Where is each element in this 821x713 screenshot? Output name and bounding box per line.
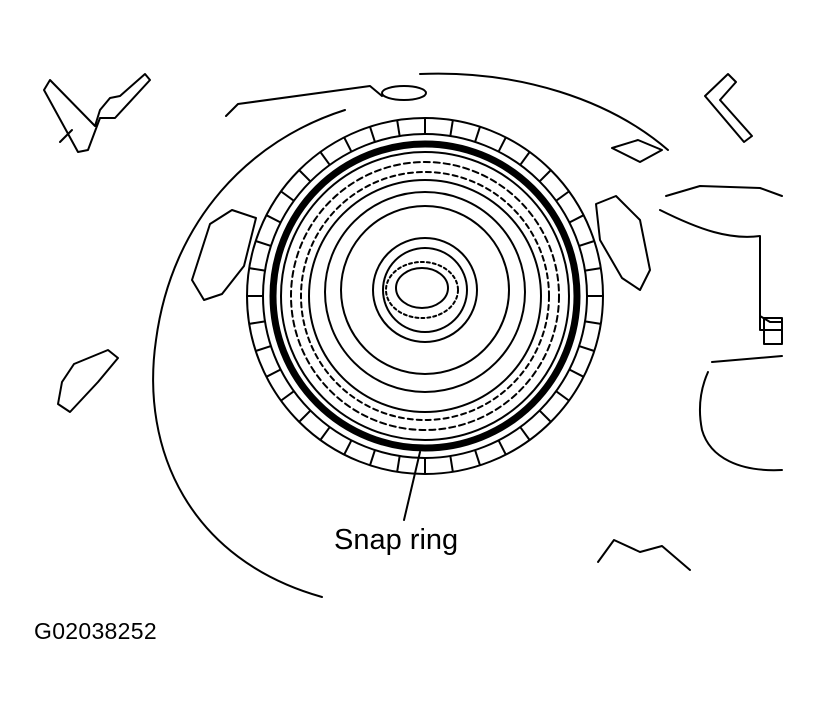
drum-tooth <box>255 345 272 352</box>
drum-tooth <box>319 151 331 166</box>
drum-tooth <box>584 320 601 325</box>
drum-tooth <box>255 240 272 247</box>
bracket-top-left <box>43 73 151 153</box>
snap-ring <box>269 140 581 452</box>
clutch-plate-inner <box>300 171 550 421</box>
housing-right-notch <box>611 139 663 163</box>
drum-tooth <box>369 449 376 466</box>
housing-top-slot <box>225 85 383 117</box>
hub-outer <box>324 191 526 393</box>
drum-tooth <box>538 169 552 183</box>
drum-tooth <box>568 214 585 224</box>
drum-tooth <box>319 426 331 441</box>
drum-tooth <box>249 267 266 272</box>
callout-label-snap-ring: Snap ring <box>334 524 459 556</box>
drum-tooth-marks <box>247 118 603 474</box>
drum-tooth <box>343 439 353 456</box>
housing-top-arc <box>419 72 669 151</box>
drum-tooth <box>265 368 282 378</box>
drum-tooth <box>519 426 531 441</box>
figure-id: G02038252 <box>34 618 157 644</box>
callout-leader <box>403 451 421 521</box>
drum-tooth <box>449 455 454 472</box>
hub-inner <box>372 237 478 343</box>
drum-tooth <box>497 136 507 153</box>
clutch-plate-outer <box>290 161 560 431</box>
drum-tooth <box>343 136 353 153</box>
hub-spline <box>385 261 459 319</box>
drum-tooth <box>519 151 531 166</box>
drum-tooth <box>280 390 295 402</box>
housing-right-stud <box>763 317 783 345</box>
drum-tooth <box>396 120 401 137</box>
drum-tooth <box>538 409 552 423</box>
housing-outer-arc <box>152 109 346 598</box>
drum-tooth <box>280 190 295 202</box>
drum-tooth <box>578 345 595 352</box>
drum-tooth <box>474 449 481 466</box>
housing-right-window <box>595 195 651 291</box>
drum-outer-rim-inner <box>262 133 588 459</box>
housing-bottom-right-tab <box>597 539 691 571</box>
drum-tooth <box>396 455 401 472</box>
drum-tooth <box>497 439 507 456</box>
drum-tooth <box>555 190 570 202</box>
drum-tooth <box>298 169 312 183</box>
drum-tooth <box>369 126 376 143</box>
hub-mid <box>340 205 510 375</box>
housing-left-window <box>191 209 257 301</box>
drum-tooth <box>578 240 595 247</box>
drum-tooth <box>584 267 601 272</box>
bracket-top-right <box>704 73 753 143</box>
drum-tooth <box>555 390 570 402</box>
drum-tooth <box>449 120 454 137</box>
drum-tooth <box>249 320 266 325</box>
drum-tooth <box>568 368 585 378</box>
drum-tooth <box>265 214 282 224</box>
drum-tooth <box>298 409 312 423</box>
housing-top-hole <box>381 85 427 101</box>
housing-left-tab <box>57 349 119 413</box>
drum-tooth <box>474 126 481 143</box>
